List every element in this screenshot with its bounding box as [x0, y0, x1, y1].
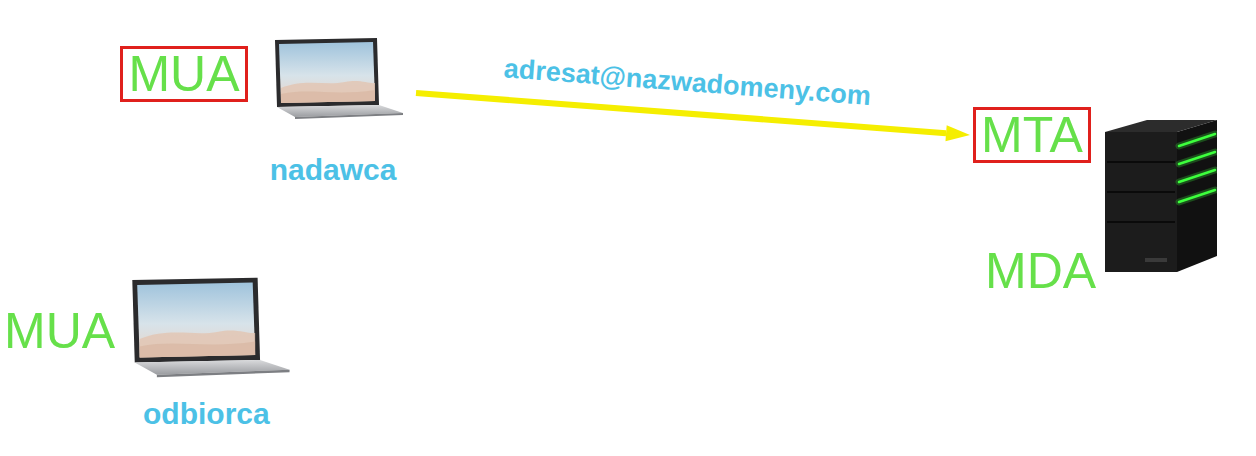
agent-label: MUA — [4, 304, 115, 359]
server-tower — [1105, 118, 1217, 274]
box-text: MTA — [981, 111, 1083, 159]
protocol-box: MTA — [973, 107, 1091, 163]
agent-label: MDA — [985, 244, 1096, 299]
sender-laptop — [265, 38, 405, 120]
protocol-box: MUA — [120, 46, 248, 102]
mail-arrow — [416, 93, 970, 141]
role-label: nadawca — [270, 152, 397, 188]
sender-computer: nadawca — [250, 38, 416, 188]
receiver-laptop — [120, 276, 292, 380]
box-text: MUA — [128, 50, 239, 98]
role-label: odbiorca — [143, 397, 270, 430]
